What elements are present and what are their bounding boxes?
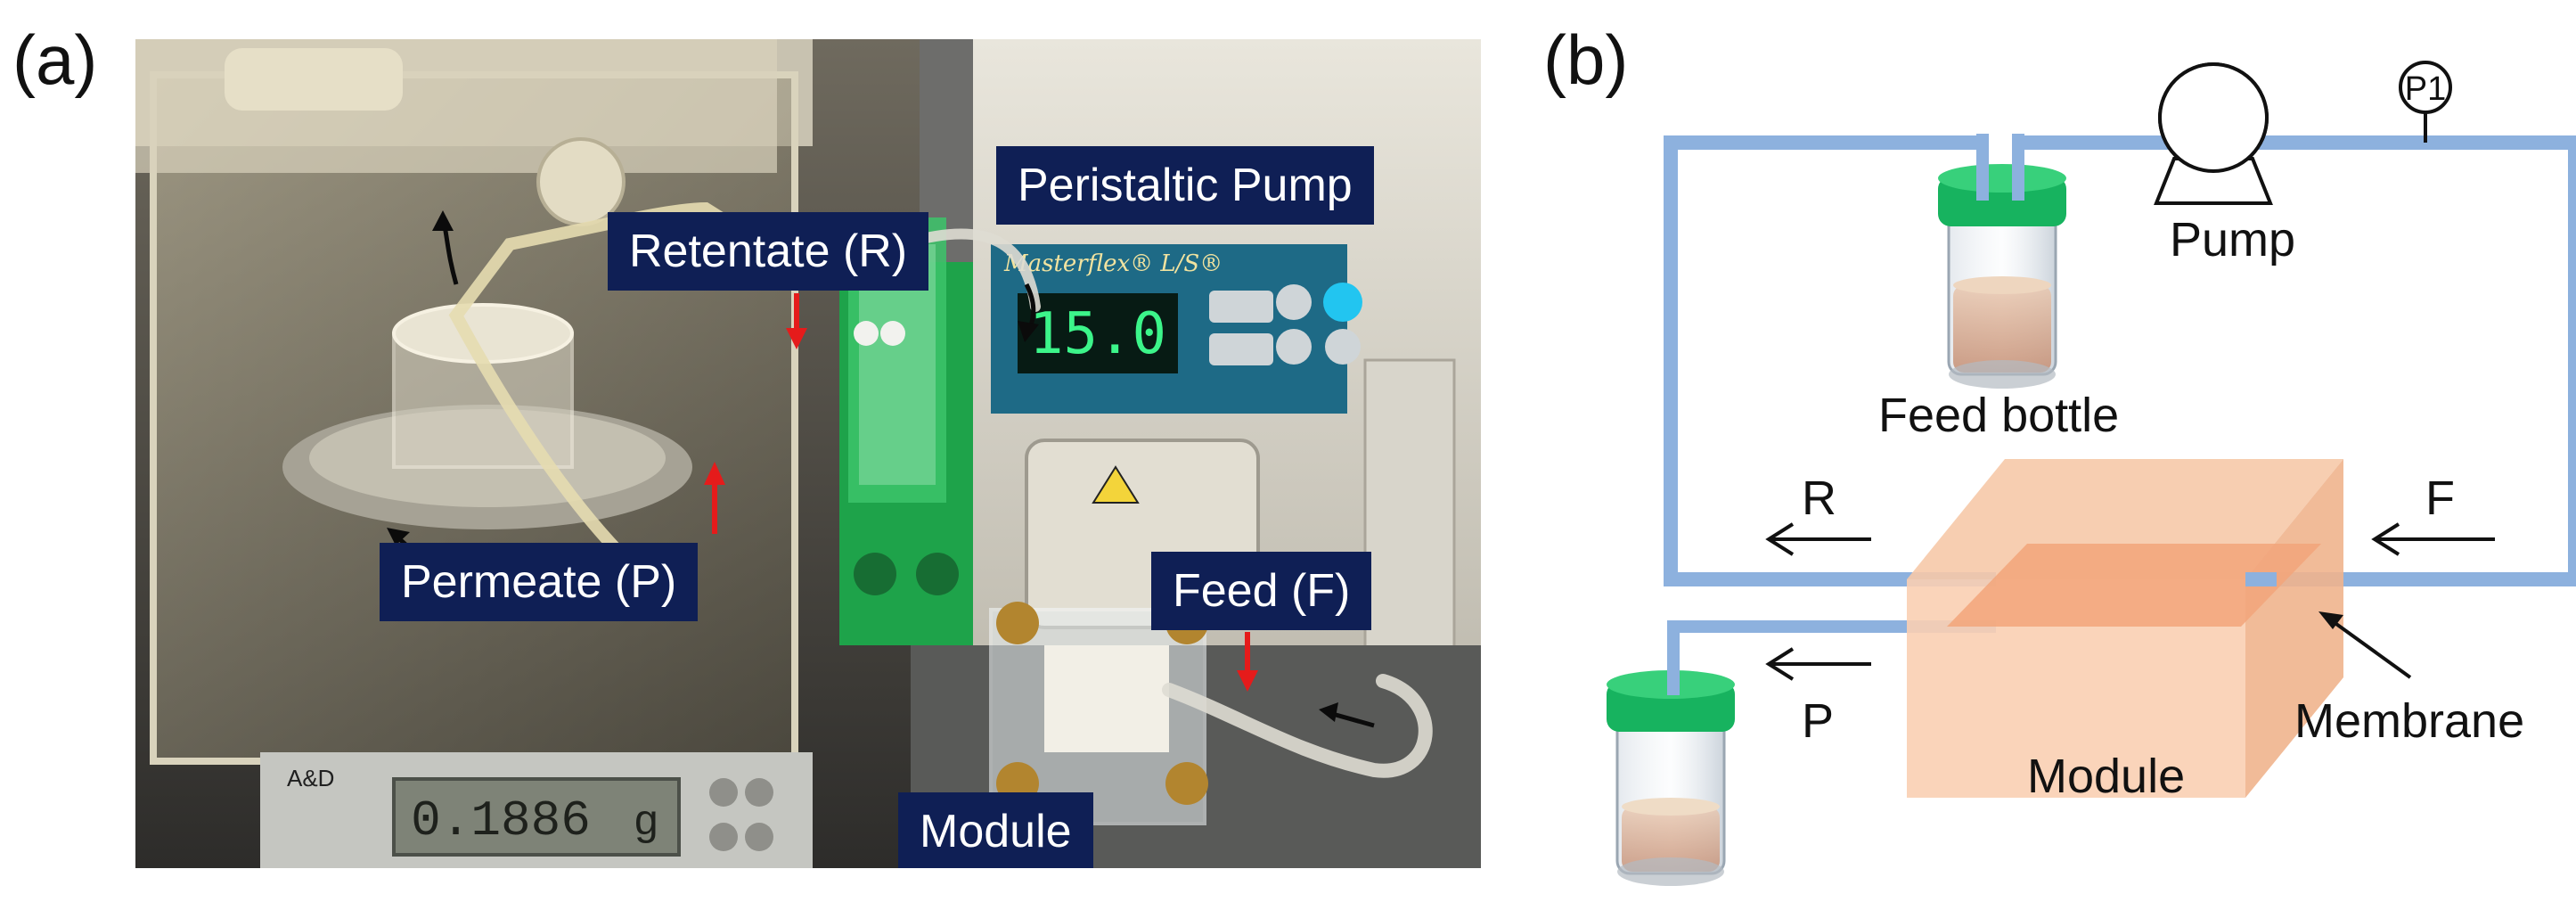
arrow-feed [2371, 522, 2495, 556]
setup-photo: 0.1886 g A&D Masterflex® L/S® 15.0 [135, 39, 1481, 868]
arrow-membrane [2318, 611, 2412, 679]
label-feed-bottle: Feed bottle [1878, 389, 2120, 442]
scale-display-unit: g [634, 797, 658, 844]
label-feed: F [2425, 472, 2455, 525]
gauge-label: P1 [2405, 70, 2446, 108]
membrane-module [1907, 459, 2343, 798]
callout-retentate: Retentate (R) [608, 212, 929, 291]
label-membrane: Membrane [2294, 694, 2525, 748]
pump-display-value: 15.0 [1029, 301, 1166, 367]
callout-feed: Feed (F) [1151, 552, 1372, 630]
callout-permeate: Permeate (P) [380, 543, 699, 621]
label-retentate: R [1802, 472, 1836, 525]
membrane-layer [1947, 544, 2321, 627]
pump-brand: Masterflex® L/S® [1003, 250, 1223, 277]
label-module: Module [2027, 750, 2186, 803]
balance-enclosure [150, 71, 798, 765]
tubing-loop [2018, 135, 2576, 586]
label-permeate: P [1802, 694, 1835, 748]
panel-a-letter: (a) [12, 20, 98, 99]
pressure-gauge-symbol [2399, 61, 2452, 114]
arrow-permeate [1765, 647, 1871, 681]
scale-display [392, 777, 681, 857]
arrow-retentate [1765, 522, 1871, 556]
flow-schematic: P1 [1607, 61, 2576, 886]
tubing-retentate [1664, 135, 1996, 586]
feed-bottle [1938, 164, 2066, 389]
scale-display-value: 0.1886 [411, 792, 591, 849]
label-pump: Pump [2170, 213, 2296, 266]
panel-b-letter: (b) [1543, 20, 1629, 99]
permeate-bottle [1607, 624, 1735, 886]
pump-symbol [2154, 62, 2273, 205]
callout-pump: Peristaltic Pump [996, 146, 1374, 225]
callout-module: Module [898, 792, 1093, 868]
scale-brand: A&D [287, 765, 334, 791]
